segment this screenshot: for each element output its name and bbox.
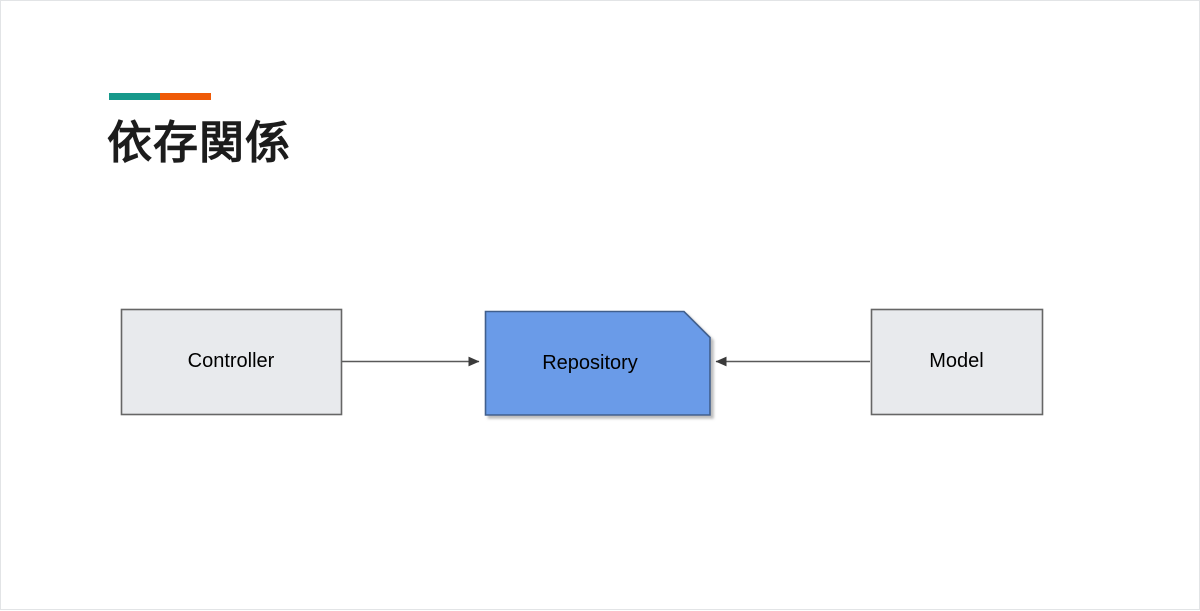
node-repository[interactable]	[484, 310, 711, 416]
repository-box	[484, 310, 711, 416]
node-controller[interactable]	[120, 308, 343, 416]
page-title: 依存関係	[107, 117, 292, 168]
model-box	[870, 308, 1044, 416]
controller-box	[120, 308, 343, 416]
node-model[interactable]	[870, 308, 1044, 416]
accent-bar-orange-segment	[160, 93, 211, 100]
accent-bar-teal-segment	[109, 93, 160, 100]
title-accent-bar	[109, 93, 211, 100]
